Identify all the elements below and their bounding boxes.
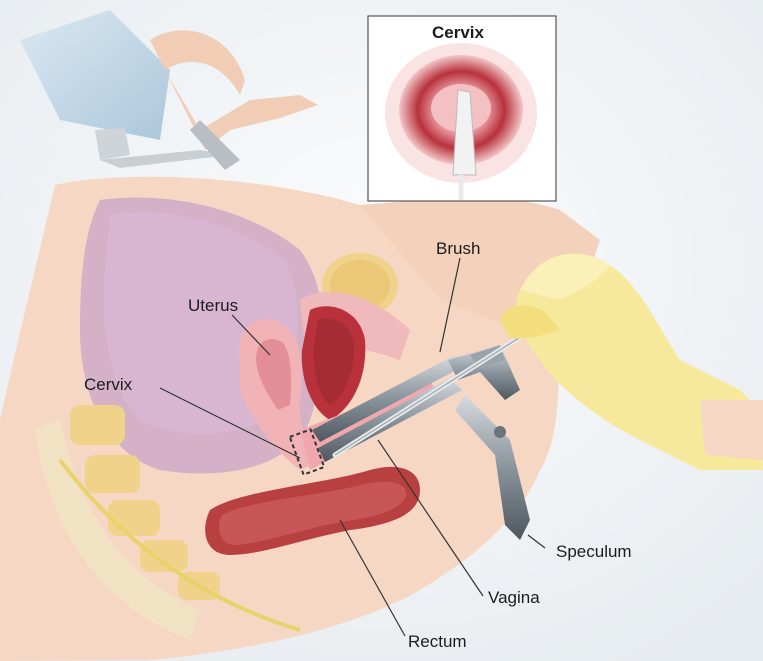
label-uterus: Uterus xyxy=(188,297,238,314)
label-vagina: Vagina xyxy=(488,589,540,606)
label-cervix: Cervix xyxy=(84,376,132,393)
label-speculum: Speculum xyxy=(556,543,632,560)
cervix-inset xyxy=(368,16,556,201)
label-brush: Brush xyxy=(436,240,480,257)
label-rectum: Rectum xyxy=(408,633,467,650)
inset-title: Cervix xyxy=(432,24,484,41)
